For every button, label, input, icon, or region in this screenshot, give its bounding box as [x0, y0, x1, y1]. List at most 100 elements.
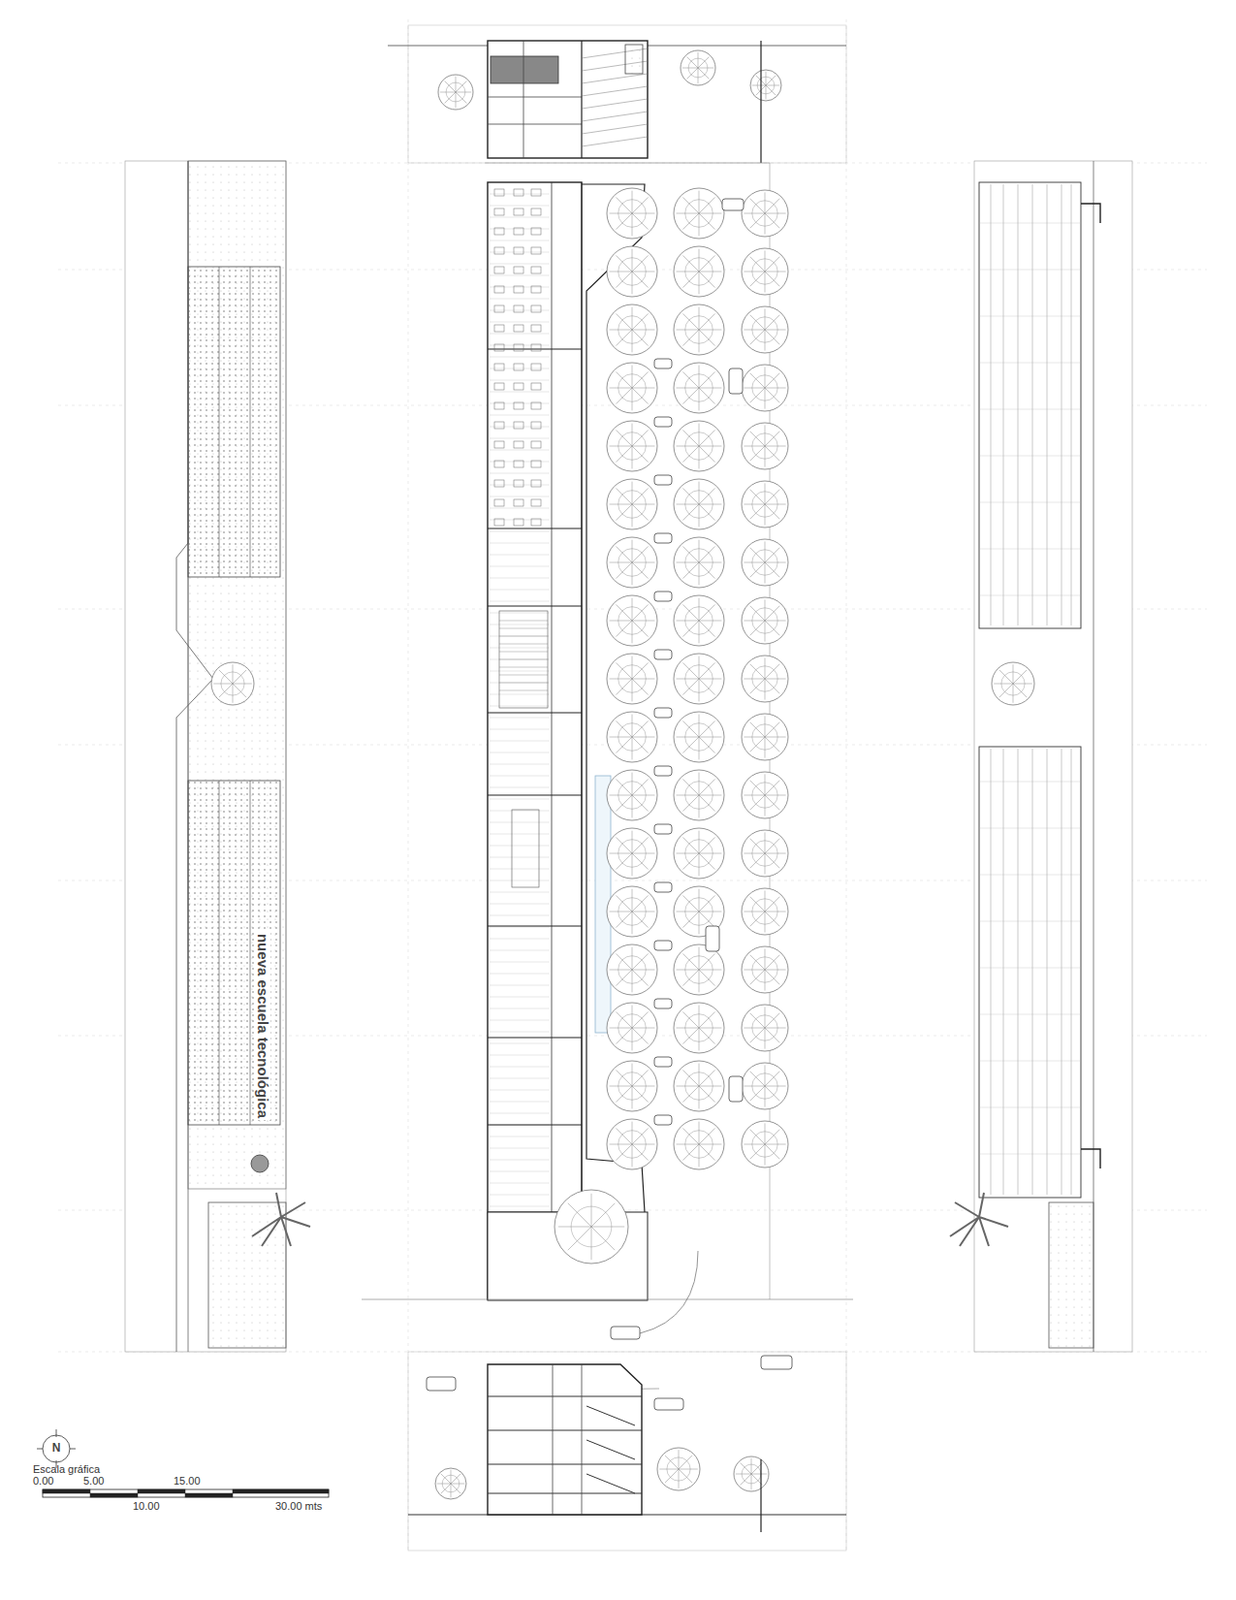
- tree-symbol: [554, 1189, 629, 1264]
- tree-branch: [682, 562, 699, 579]
- drawing-line: [250, 780, 252, 1125]
- desk-symbol: [513, 324, 524, 332]
- stair-tread: [499, 666, 548, 668]
- tree-branch: [764, 794, 780, 810]
- tree-branch: [441, 1483, 451, 1493]
- desk-symbol: [531, 247, 541, 254]
- tree-branch: [698, 894, 716, 912]
- tree-branch: [615, 911, 633, 928]
- tree-branch: [764, 911, 766, 933]
- room-wall: [487, 711, 582, 713]
- scale-bar-segment: [42, 1489, 91, 1493]
- tree-branch: [764, 271, 766, 293]
- section-hatch: [581, 111, 648, 122]
- room-grid: [489, 1205, 550, 1207]
- room-grid: [489, 298, 550, 300]
- tree-branch: [682, 952, 699, 970]
- tree-branch: [1013, 683, 1015, 703]
- tree-branch: [687, 67, 698, 79]
- room-grid: [489, 217, 550, 219]
- tree-branch: [764, 329, 780, 345]
- room-grid: [489, 682, 550, 684]
- palm-symbol: [252, 1192, 311, 1246]
- tree-branch: [678, 1449, 680, 1469]
- tree-branch: [632, 504, 655, 506]
- tree-branch: [764, 271, 787, 273]
- tree-branch: [698, 678, 716, 696]
- tree-branch: [750, 431, 765, 446]
- stair-tread: [499, 690, 548, 692]
- tree-branch: [615, 445, 633, 463]
- tree-branch: [615, 969, 633, 986]
- tree-symbol: [741, 364, 789, 412]
- tree-branch: [740, 1473, 752, 1485]
- tree-branch: [440, 92, 456, 94]
- tree-branch: [764, 445, 766, 468]
- room-grid: [489, 775, 550, 777]
- tree-branch: [682, 662, 699, 679]
- room-grid: [489, 531, 550, 533]
- tree-branch: [750, 605, 765, 621]
- tree-branch: [698, 190, 700, 214]
- room-grid: [489, 333, 550, 335]
- facade-line: [990, 184, 992, 626]
- tree-branch: [232, 669, 247, 684]
- tree-branch: [698, 562, 722, 564]
- desk-symbol: [531, 363, 541, 371]
- tree-symbol: [606, 537, 658, 588]
- tree-branch: [764, 1027, 787, 1029]
- tree-branch: [609, 271, 633, 273]
- tree-symbol: [606, 944, 658, 995]
- tree-branch: [609, 1143, 633, 1145]
- tree-branch: [764, 620, 780, 635]
- tree-symbol: [741, 190, 789, 237]
- tree-branch: [609, 911, 633, 913]
- tree-branch: [232, 683, 234, 703]
- tree-branch: [568, 1226, 592, 1250]
- car-symbol: [654, 707, 672, 718]
- tree-branch: [632, 853, 655, 855]
- facade-line: [979, 781, 1081, 783]
- room-grid: [489, 822, 550, 824]
- tree-branch: [632, 911, 634, 934]
- car-symbol: [728, 1076, 743, 1102]
- tree-branch: [632, 1063, 634, 1086]
- tree-symbol: [673, 478, 725, 530]
- tree-branch: [615, 952, 633, 970]
- tree-branch: [676, 1143, 699, 1145]
- stair-tread: [499, 674, 548, 676]
- room-wall: [487, 527, 582, 529]
- tree-symbol: [673, 1118, 725, 1170]
- tree-symbol: [606, 478, 658, 530]
- room-grid: [489, 1031, 550, 1033]
- tree-symbol: [673, 362, 725, 413]
- desk-symbol: [513, 344, 524, 351]
- tree-symbol: [741, 306, 789, 353]
- facade-line: [1017, 184, 1019, 626]
- tree-branch: [698, 911, 716, 928]
- tree-branch: [698, 1143, 716, 1161]
- tree-branch: [676, 678, 699, 680]
- tree-branch: [632, 714, 634, 737]
- tree-branch: [743, 794, 765, 796]
- tree-branch: [698, 562, 700, 585]
- tree-branch: [682, 387, 699, 405]
- tree-branch: [750, 329, 765, 345]
- tree-branch: [441, 1473, 451, 1484]
- tree-branch: [632, 952, 649, 970]
- tree-branch: [698, 911, 722, 913]
- tree-branch: [764, 191, 766, 214]
- desk-symbol: [531, 285, 541, 293]
- tree-branch: [764, 1027, 766, 1049]
- tree-branch: [615, 545, 633, 563]
- tree-branch: [632, 562, 649, 579]
- room-grid: [489, 193, 550, 195]
- tree-branch: [764, 678, 787, 680]
- tree-branch: [743, 271, 765, 273]
- tree-branch: [764, 678, 780, 694]
- tree-branch: [764, 736, 766, 759]
- tree-branch: [632, 1143, 655, 1145]
- meeting-table: [511, 809, 539, 888]
- tree-branch: [632, 504, 634, 527]
- desk-symbol: [494, 285, 505, 293]
